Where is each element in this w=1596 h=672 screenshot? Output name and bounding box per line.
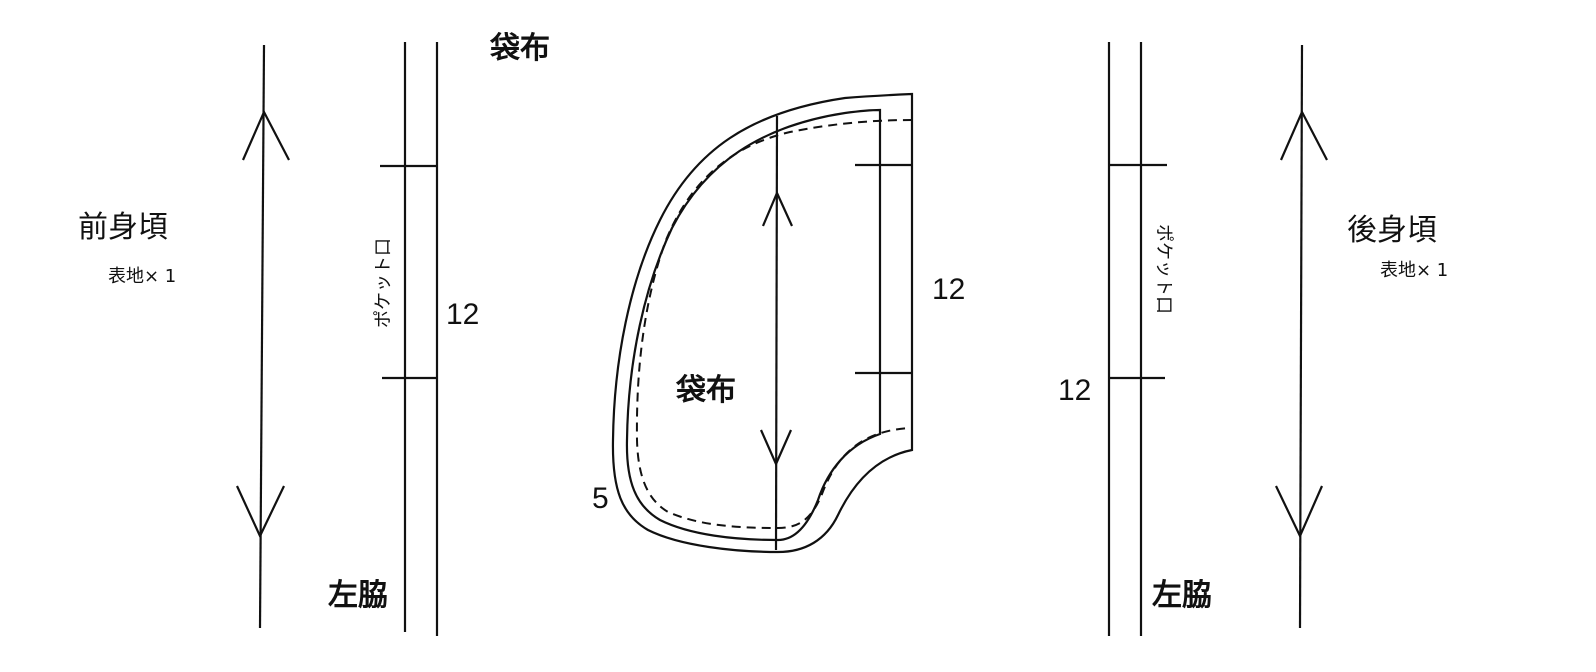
front-side-seam-lines [403,42,439,636]
top-pocket-label: 袋布 [489,31,550,66]
back-pocket-opening-marks [1109,163,1167,380]
back-opening-dimension: 12 [1058,374,1091,407]
back-side-seam-lines [1107,42,1143,636]
front-quantity-label: 表地× 1 [108,266,176,287]
back-body-label: 後身頃 [1347,213,1437,248]
front-pocket-opening-label: ポケット口 [373,238,394,328]
front-pocket-opening-marks [380,164,437,380]
pocket-bag-piece [611,92,914,554]
back-quantity-label: 表地× 1 [1380,260,1448,281]
front-opening-dimension: 12 [446,298,479,331]
seam-allowance-dimension: 5 [592,482,609,515]
pocket-bag-opening-dimension: 12 [932,273,965,306]
pocket-bag-label: 袋布 [675,373,736,408]
front-left-side-label: 左脇 [328,578,388,613]
back-left-side-label: 左脇 [1152,578,1212,613]
front-body-label: 前身頃 [78,210,168,245]
back-body-grainline [1275,44,1328,629]
back-pocket-opening-label: ポケット口 [1153,224,1174,314]
front-body-grainline [236,44,290,629]
